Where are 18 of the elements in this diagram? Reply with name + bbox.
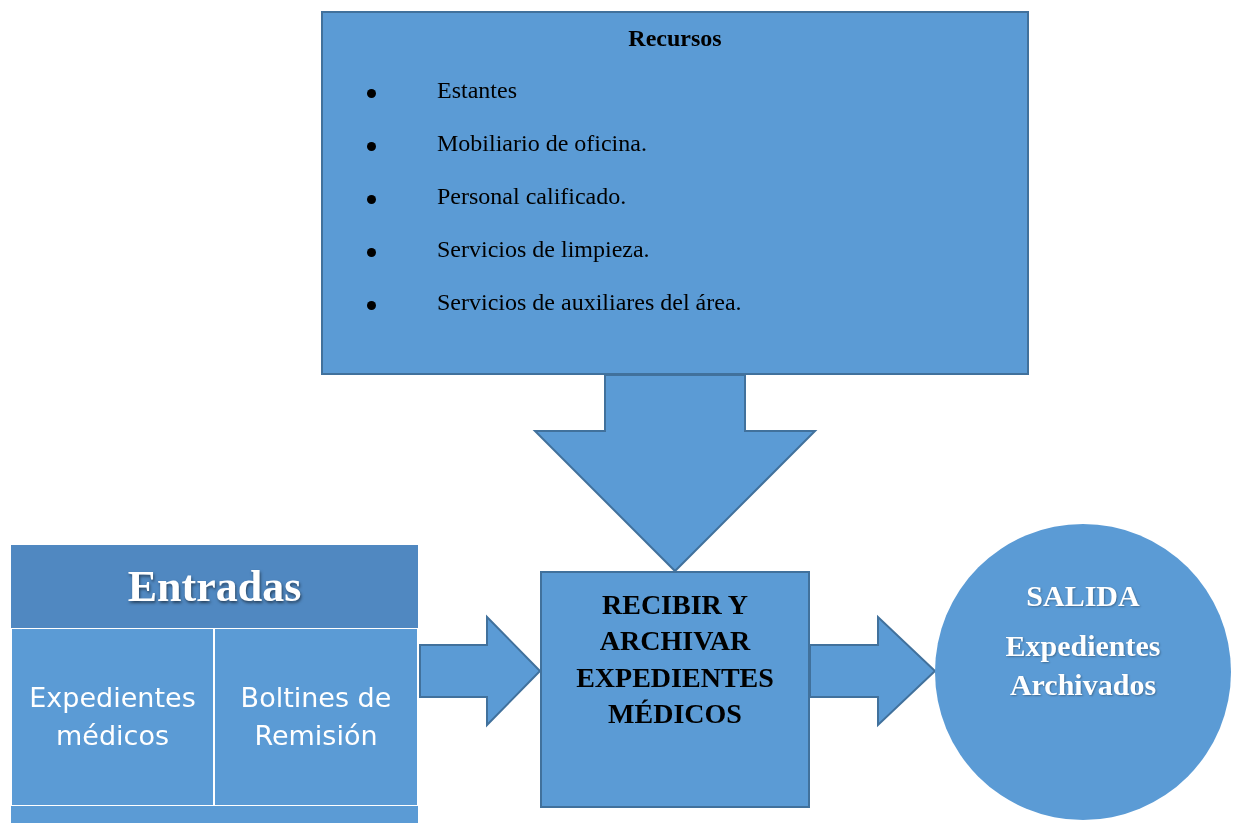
process-label: RECIBIR Y ARCHIVAR EXPEDIENTES MÉDICOS bbox=[575, 588, 775, 732]
table-cell-text: Boltines de Remisión bbox=[239, 681, 393, 753]
resources-box bbox=[321, 11, 1029, 375]
process-box bbox=[540, 571, 810, 808]
table-header: Entradas bbox=[11, 545, 418, 628]
block-arrow bbox=[419, 614, 542, 728]
list-item: Personal calificado. bbox=[437, 183, 627, 210]
block-arrow bbox=[809, 614, 937, 728]
list-item: Servicios de limpieza. bbox=[437, 236, 650, 263]
circle-label: Expedientes Archivados bbox=[1004, 628, 1162, 703]
list-item: Mobiliario de oficina. bbox=[437, 130, 647, 157]
inputs-table bbox=[11, 545, 418, 823]
box-heading: Recursos bbox=[627, 25, 723, 52]
circle-heading: SALIDA bbox=[1025, 578, 1141, 614]
list-item: Servicios de auxiliares del área. bbox=[437, 289, 742, 316]
list-item: Estantes bbox=[437, 77, 517, 104]
table-cell-text: Expedientes médicos bbox=[28, 681, 197, 753]
block-arrow bbox=[532, 374, 818, 573]
